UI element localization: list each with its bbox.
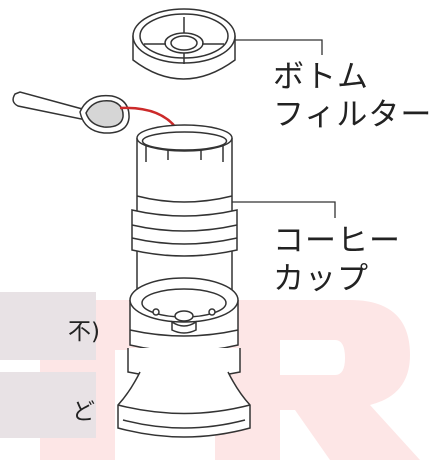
label-coffee-cup: コーヒー カップ bbox=[273, 222, 401, 298]
table-row-1-text: 不) bbox=[68, 319, 100, 345]
leader-line-cup bbox=[232, 201, 336, 218]
label-coffee-cup-line1: コーヒー bbox=[273, 223, 401, 259]
label-bottom-filter: ボトム フィルター bbox=[273, 58, 432, 134]
label-coffee-cup-line2: カップ bbox=[273, 261, 369, 297]
leader-line-filter bbox=[225, 39, 323, 55]
coffee-cup-drawing bbox=[117, 124, 251, 438]
label-bottom-filter-line1: ボトム bbox=[273, 59, 369, 95]
table-row-1-bg bbox=[0, 292, 96, 360]
scoop-drawing bbox=[12, 91, 130, 134]
bottom-filter-drawing bbox=[132, 8, 236, 80]
table-row-2-bg bbox=[0, 372, 96, 438]
table-row-2-text: ど bbox=[72, 399, 95, 425]
label-bottom-filter-line2: フィルター bbox=[273, 97, 433, 133]
